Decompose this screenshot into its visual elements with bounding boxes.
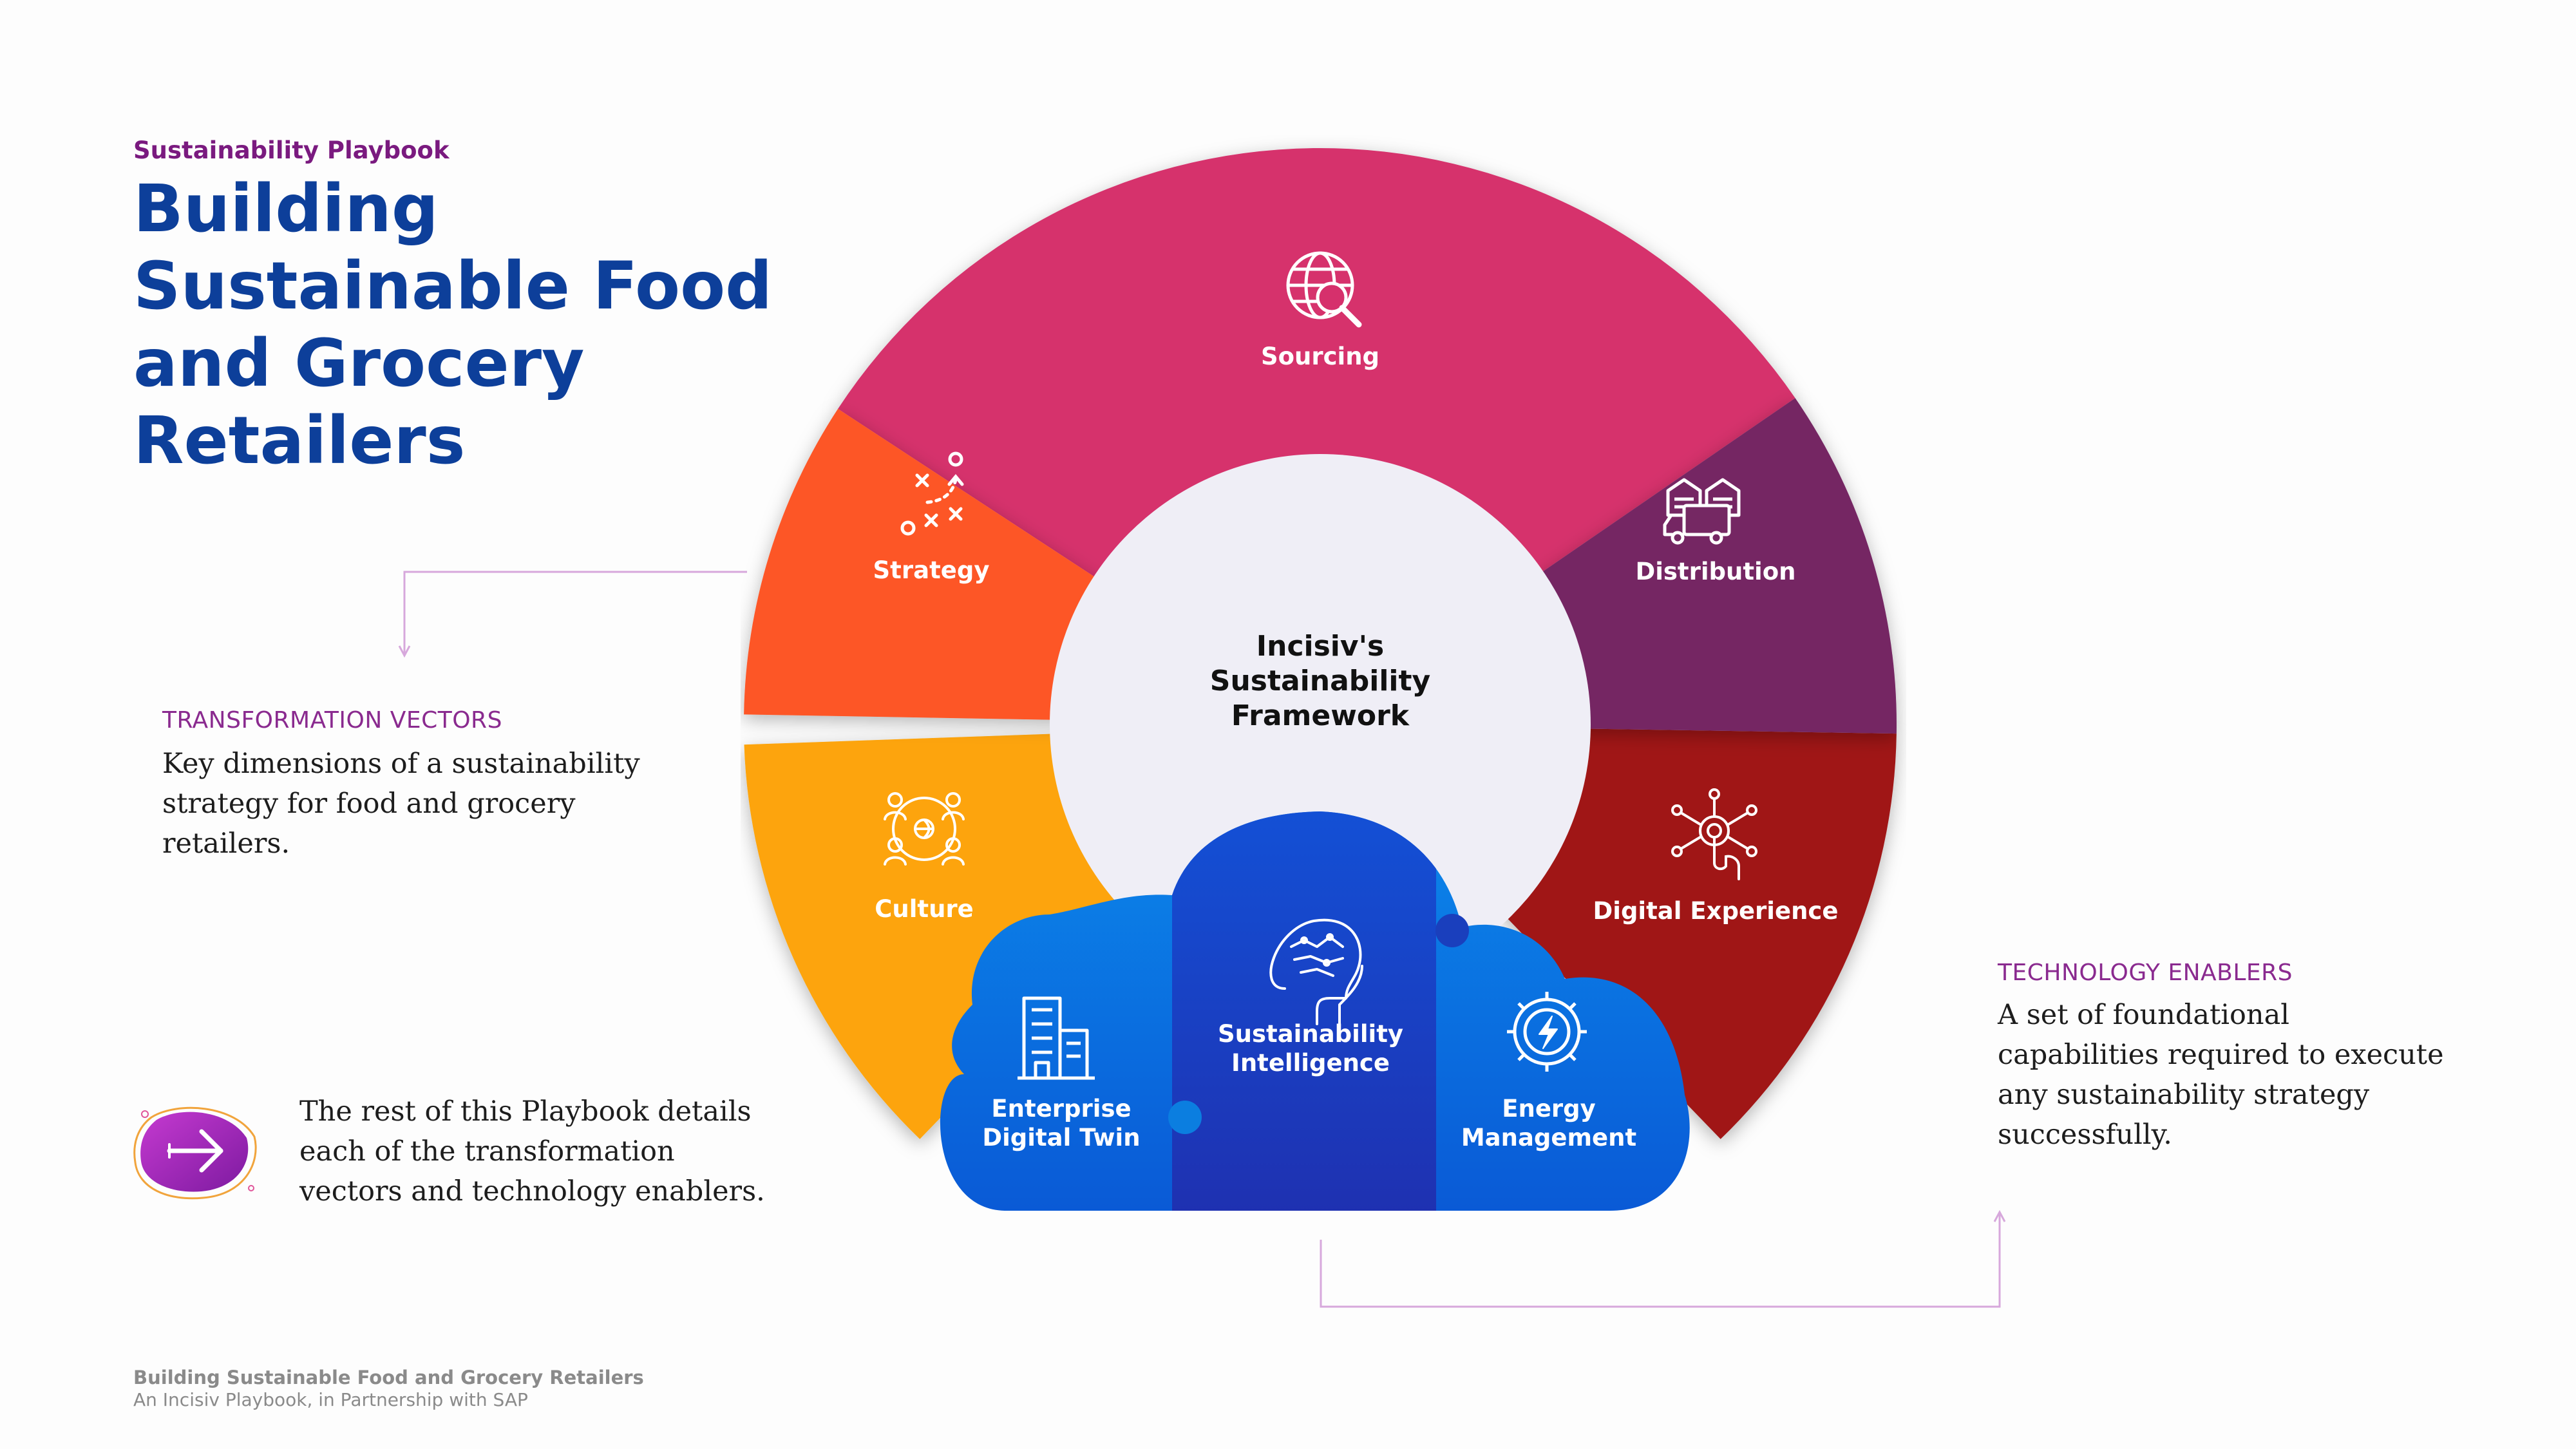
center-title-line: Incisiv's xyxy=(1256,630,1384,663)
title-line: and Grocery xyxy=(133,325,585,402)
vector-label: Strategy xyxy=(873,556,990,584)
description-line: successfully. xyxy=(1998,1119,2172,1151)
callout-text: The rest of this Playbook details each o… xyxy=(299,1092,765,1211)
vector-label: Culture xyxy=(875,895,974,923)
brain-head-icon xyxy=(1269,918,1363,1025)
technology-connector xyxy=(1320,1209,2006,1308)
warehouse-truck-icon xyxy=(1663,478,1741,545)
title-line: Retailers xyxy=(133,402,466,479)
enabler-label: Digital Twin xyxy=(982,1124,1140,1151)
transformation-connector xyxy=(398,571,747,658)
callout-line: vectors and technology enablers. xyxy=(299,1175,765,1208)
description-line: Key dimensions of a sustainability xyxy=(162,748,640,780)
enabler-label: Enterprise xyxy=(991,1095,1131,1122)
vector-label: Digital Experience xyxy=(1593,897,1839,925)
vector-label: Distribution xyxy=(1636,558,1796,585)
callout-line: each of the transformation xyxy=(299,1135,675,1168)
enabler-label: Management xyxy=(1461,1124,1636,1151)
cloud-connector-dot xyxy=(1168,1101,1202,1134)
description-line: capabilities required to execute xyxy=(1998,1039,2444,1071)
vector-label: Sourcing xyxy=(1261,343,1379,370)
center-title-line: Framework xyxy=(1231,699,1410,732)
enabler-label: Sustainability xyxy=(1218,1020,1403,1048)
center-title-line: Sustainability xyxy=(1210,665,1430,697)
framework-center xyxy=(1050,454,1591,995)
description-line: A set of foundational xyxy=(1998,999,2290,1031)
transformation-description: Key dimensions of a sustainability strat… xyxy=(162,744,640,864)
cloud-center-band xyxy=(1172,811,1436,1211)
enabler-label: Energy xyxy=(1502,1095,1596,1122)
energy-gear-icon xyxy=(1507,992,1587,1072)
arrow-right-icon xyxy=(133,1106,257,1200)
description-line: any sustainability strategy xyxy=(1998,1079,2370,1111)
callout-line: The rest of this Playbook details xyxy=(299,1095,752,1128)
next-section-button[interactable] xyxy=(132,1098,261,1201)
cloud-connector-dot xyxy=(1435,914,1469,947)
building-icon xyxy=(1018,996,1095,1080)
title-line: Building xyxy=(133,171,439,247)
footer-subtitle: An Incisiv Playbook, in Partnership with… xyxy=(133,1389,528,1410)
touch-network-icon xyxy=(1671,788,1757,880)
title-line: Sustainable Food xyxy=(133,248,773,325)
description-line: retailers. xyxy=(162,828,290,860)
enabler-label: Intelligence xyxy=(1231,1049,1390,1077)
globe-search-icon xyxy=(1286,251,1362,328)
description-line: strategy for food and grocery xyxy=(162,788,576,820)
strategy-play-icon xyxy=(900,451,964,536)
technology-heading: TECHNOLOGY ENABLERS xyxy=(1998,960,2293,986)
team-icon xyxy=(884,792,965,866)
eyebrow-label: Sustainability Playbook xyxy=(133,137,450,164)
footer-title: Building Sustainable Food and Grocery Re… xyxy=(133,1367,644,1388)
technology-description: A set of foundational capabilities requi… xyxy=(1998,995,2444,1155)
page-title: Building Sustainable Food and Grocery Re… xyxy=(133,171,777,480)
vector-segment-sourcing xyxy=(838,147,1795,724)
transformation-heading: TRANSFORMATION VECTORS xyxy=(162,707,502,734)
